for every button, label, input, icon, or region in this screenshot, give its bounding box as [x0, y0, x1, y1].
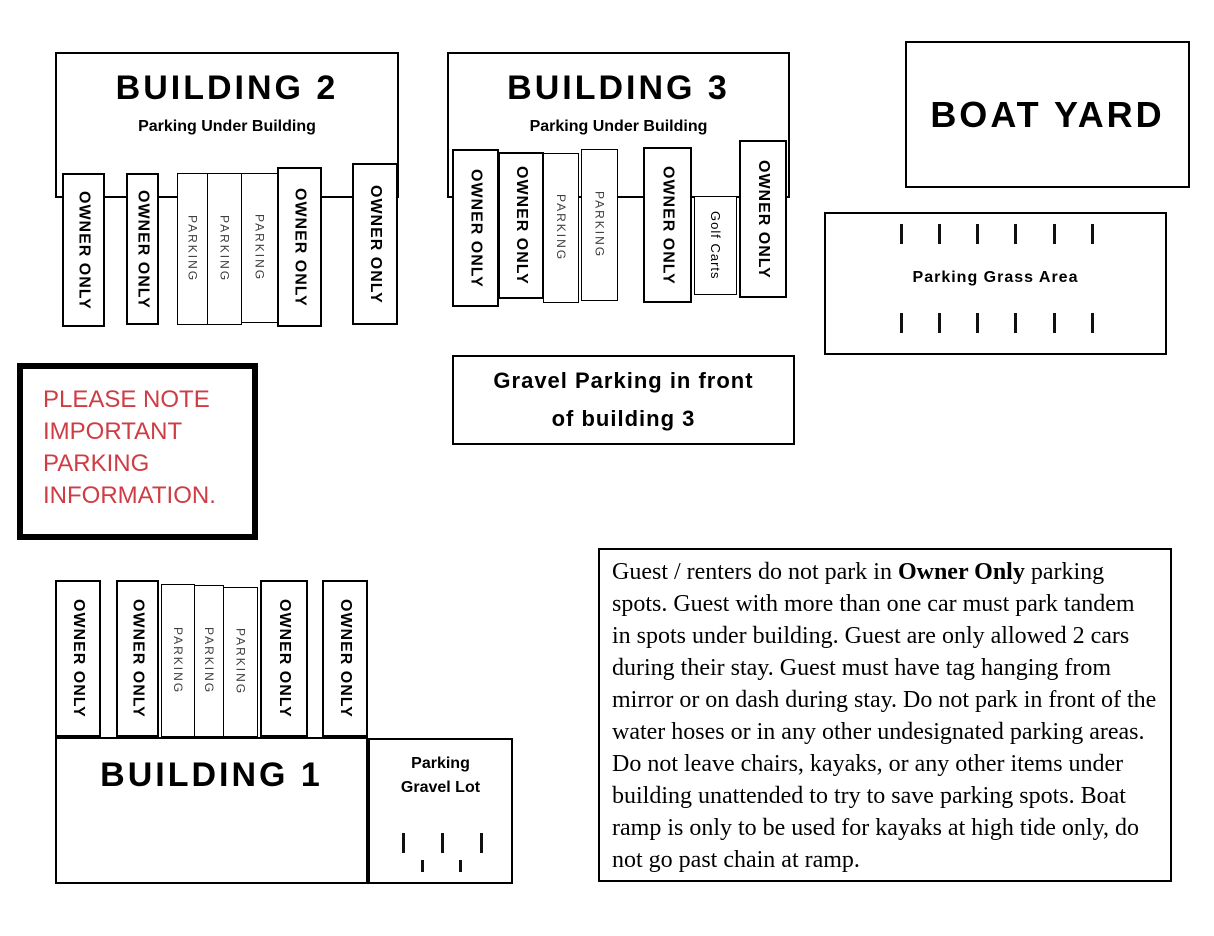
building3-spot-owner-only-4: OWNER ONLY	[739, 140, 787, 298]
gravel-front-line-1: Gravel Parking in front	[493, 368, 754, 393]
parking-tick	[900, 224, 903, 244]
building-3-subtitle: Parking Under Building	[529, 118, 708, 135]
parking-tick	[1091, 313, 1094, 333]
parking-tick	[480, 833, 483, 853]
building1-spot-owner-only-1: OWNER ONLY	[55, 580, 101, 737]
building1-spot-owner-only-4: OWNER ONLY	[322, 580, 368, 737]
building1-spot-owner-only-3: OWNER ONLY	[260, 580, 308, 737]
building-1-title: BUILDING 1	[100, 756, 323, 794]
building2-spot-owner-only-1: OWNER ONLY	[62, 173, 105, 327]
gravel-lot-line-2: Gravel Lot	[400, 779, 481, 796]
building-2-title: BUILDING 2	[115, 69, 339, 107]
rules-text-part2: parking spots. Guest with more than one …	[612, 559, 1157, 873]
building-1-box: BUILDING 1	[55, 737, 368, 884]
building1-spot-owner-only-2: OWNER ONLY	[116, 580, 159, 737]
building2-spot-parking-3: PARKING	[241, 173, 278, 323]
parking-tick	[1014, 224, 1017, 244]
building1-spot-parking-3: PARKING	[223, 587, 258, 737]
building2-spot-owner-only-4: OWNER ONLY	[352, 163, 398, 325]
parking-tick	[421, 860, 424, 872]
note-line: IMPORTANT	[43, 418, 183, 445]
note-line: PLEASE NOTE	[43, 386, 210, 413]
parking-tick	[900, 313, 903, 333]
gravel-front-line-2: of building 3	[551, 406, 696, 431]
building-2-subtitle: Parking Under Building	[138, 118, 316, 135]
rules-text-part1: Guest / renters do not park in	[612, 559, 898, 585]
boat-yard-box: BOAT YARD	[905, 41, 1190, 188]
rules-text-bold: Owner Only	[897, 559, 1025, 585]
building3-spot-golf-carts: Golf Carts	[694, 196, 737, 295]
building2-spot-owner-only-3: OWNER ONLY	[277, 167, 322, 327]
building1-spot-parking-1: PARKING	[161, 584, 195, 737]
building2-spot-owner-only-2: OWNER ONLY	[126, 173, 159, 325]
building3-spot-owner-only-3: OWNER ONLY	[643, 147, 692, 303]
note-line: INFORMATION.	[43, 482, 216, 509]
parking-tick	[976, 224, 979, 244]
building3-spot-parking-1: PARKING	[543, 153, 579, 303]
parking-tick	[459, 860, 462, 872]
rules-box: Guest / renters do not park in Owner Onl…	[598, 548, 1172, 882]
parking-tick	[402, 833, 405, 853]
parking-tick	[1091, 224, 1094, 244]
note-box: PLEASE NOTE IMPORTANT PARKING INFORMATIO…	[17, 363, 258, 540]
grass-area-label: Parking Grass Area	[912, 269, 1079, 286]
parking-tick	[1053, 224, 1056, 244]
note-line: PARKING	[43, 450, 150, 477]
gravel-front-box: Gravel Parking in front of building 3	[452, 355, 795, 445]
boat-yard-title: BOAT YARD	[930, 93, 1165, 135]
building3-spot-parking-2: PARKING	[581, 149, 618, 301]
parking-tick	[938, 224, 941, 244]
building3-spot-owner-only-1: OWNER ONLY	[452, 149, 499, 307]
building1-spot-parking-2: PARKING	[194, 585, 224, 737]
parking-tick	[938, 313, 941, 333]
parking-tick	[1053, 313, 1056, 333]
building2-spot-parking-2: PARKING	[207, 173, 242, 325]
grass-area-box: Parking Grass Area	[824, 212, 1167, 355]
gravel-lot-line-1: Parking	[411, 755, 470, 772]
gravel-lot-box: Parking Gravel Lot	[368, 738, 513, 884]
building2-spot-parking-1: PARKING	[177, 173, 208, 325]
building-3-title: BUILDING 3	[507, 69, 730, 107]
building3-spot-owner-only-2: OWNER ONLY	[498, 152, 544, 299]
parking-tick	[976, 313, 979, 333]
parking-tick	[1014, 313, 1017, 333]
parking-tick	[441, 833, 444, 853]
